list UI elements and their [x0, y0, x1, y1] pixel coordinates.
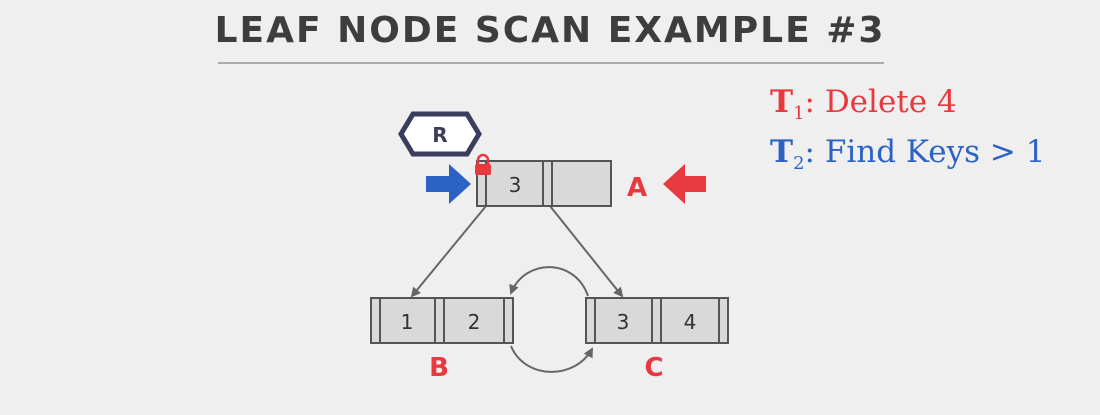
t2-action: : Find Keys > 1: [804, 134, 1046, 170]
node-c-label: C: [644, 353, 663, 383]
latch-mode-label: R: [432, 123, 447, 147]
t1-arrow-icon: [663, 164, 706, 204]
node-c: 3 4: [585, 297, 729, 344]
title-divider: [218, 62, 884, 64]
node-b-label: B: [429, 353, 449, 383]
node-b: 1 2: [370, 297, 514, 344]
node-a: 3: [476, 160, 612, 207]
t2-arrow-icon: [426, 164, 471, 204]
page-title: LEAF NODE SCAN EXAMPLE #3: [214, 10, 886, 51]
edge-root-to-b: [410, 205, 487, 298]
node-c-key-2: 4: [684, 310, 697, 334]
node-a-label: A: [627, 173, 647, 203]
sibling-pointer-c-to-b: [509, 266, 589, 297]
t1-subscript: 1: [793, 103, 805, 125]
node-b-key-1: 1: [401, 310, 414, 334]
t1-name: T: [770, 84, 794, 120]
node-b-key-2: 2: [468, 310, 481, 334]
t2-name: T: [770, 134, 794, 170]
node-c-key-1: 3: [617, 310, 630, 334]
edge-root-to-c: [549, 205, 624, 298]
sibling-pointer-b-to-c: [510, 345, 593, 373]
lock-icon: [475, 153, 491, 175]
legend-t2: T2: Find Keys > 1: [770, 134, 1045, 174]
t1-action: : Delete 4: [804, 84, 957, 120]
node-a-key-1: 3: [509, 173, 522, 197]
read-latch-badge: R: [398, 111, 482, 157]
legend-t1: T1: Delete 4: [770, 84, 957, 124]
t2-subscript: 2: [793, 153, 805, 175]
